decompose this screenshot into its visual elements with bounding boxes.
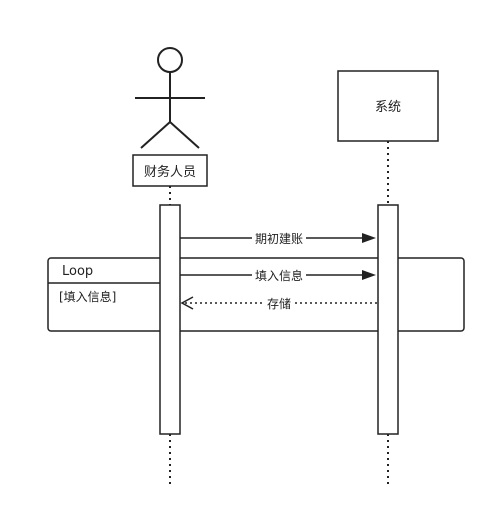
loop-fragment-frame [47,257,465,332]
message-store-return: 存储 [180,296,377,311]
message-store-return-arrowhead [180,296,194,310]
loop-operator-label: Loop [62,264,93,279]
message-fill-info: 填入信息 [180,267,376,283]
actor-name: 财务人员 [144,164,196,180]
loop-guard-label: [填入信息] [59,289,116,304]
message-fill-info-label-bg [252,267,306,283]
message-initial-setup-label-bg [252,230,306,246]
message-fill-info-label: 填入信息 [255,268,303,283]
actor-name-box [132,154,208,187]
actor-right-leg [169,121,200,149]
message-store-return-label: 存储 [267,296,291,311]
message-fill-info-arrowhead [362,270,376,280]
actor-figure [135,47,205,149]
message-initial-setup-label: 期初建账 [255,232,303,246]
message-initial-setup-arrowhead [362,233,376,243]
message-store-return-label-bg [264,296,294,311]
actor-left-leg [140,121,171,149]
system-participant-name: 系统 [375,100,401,115]
actor-head [157,47,183,73]
system-participant-box [337,70,439,142]
actor-activation-bar [159,204,181,435]
system-activation-bar [377,204,399,435]
message-initial-setup: 期初建账 [180,230,376,246]
